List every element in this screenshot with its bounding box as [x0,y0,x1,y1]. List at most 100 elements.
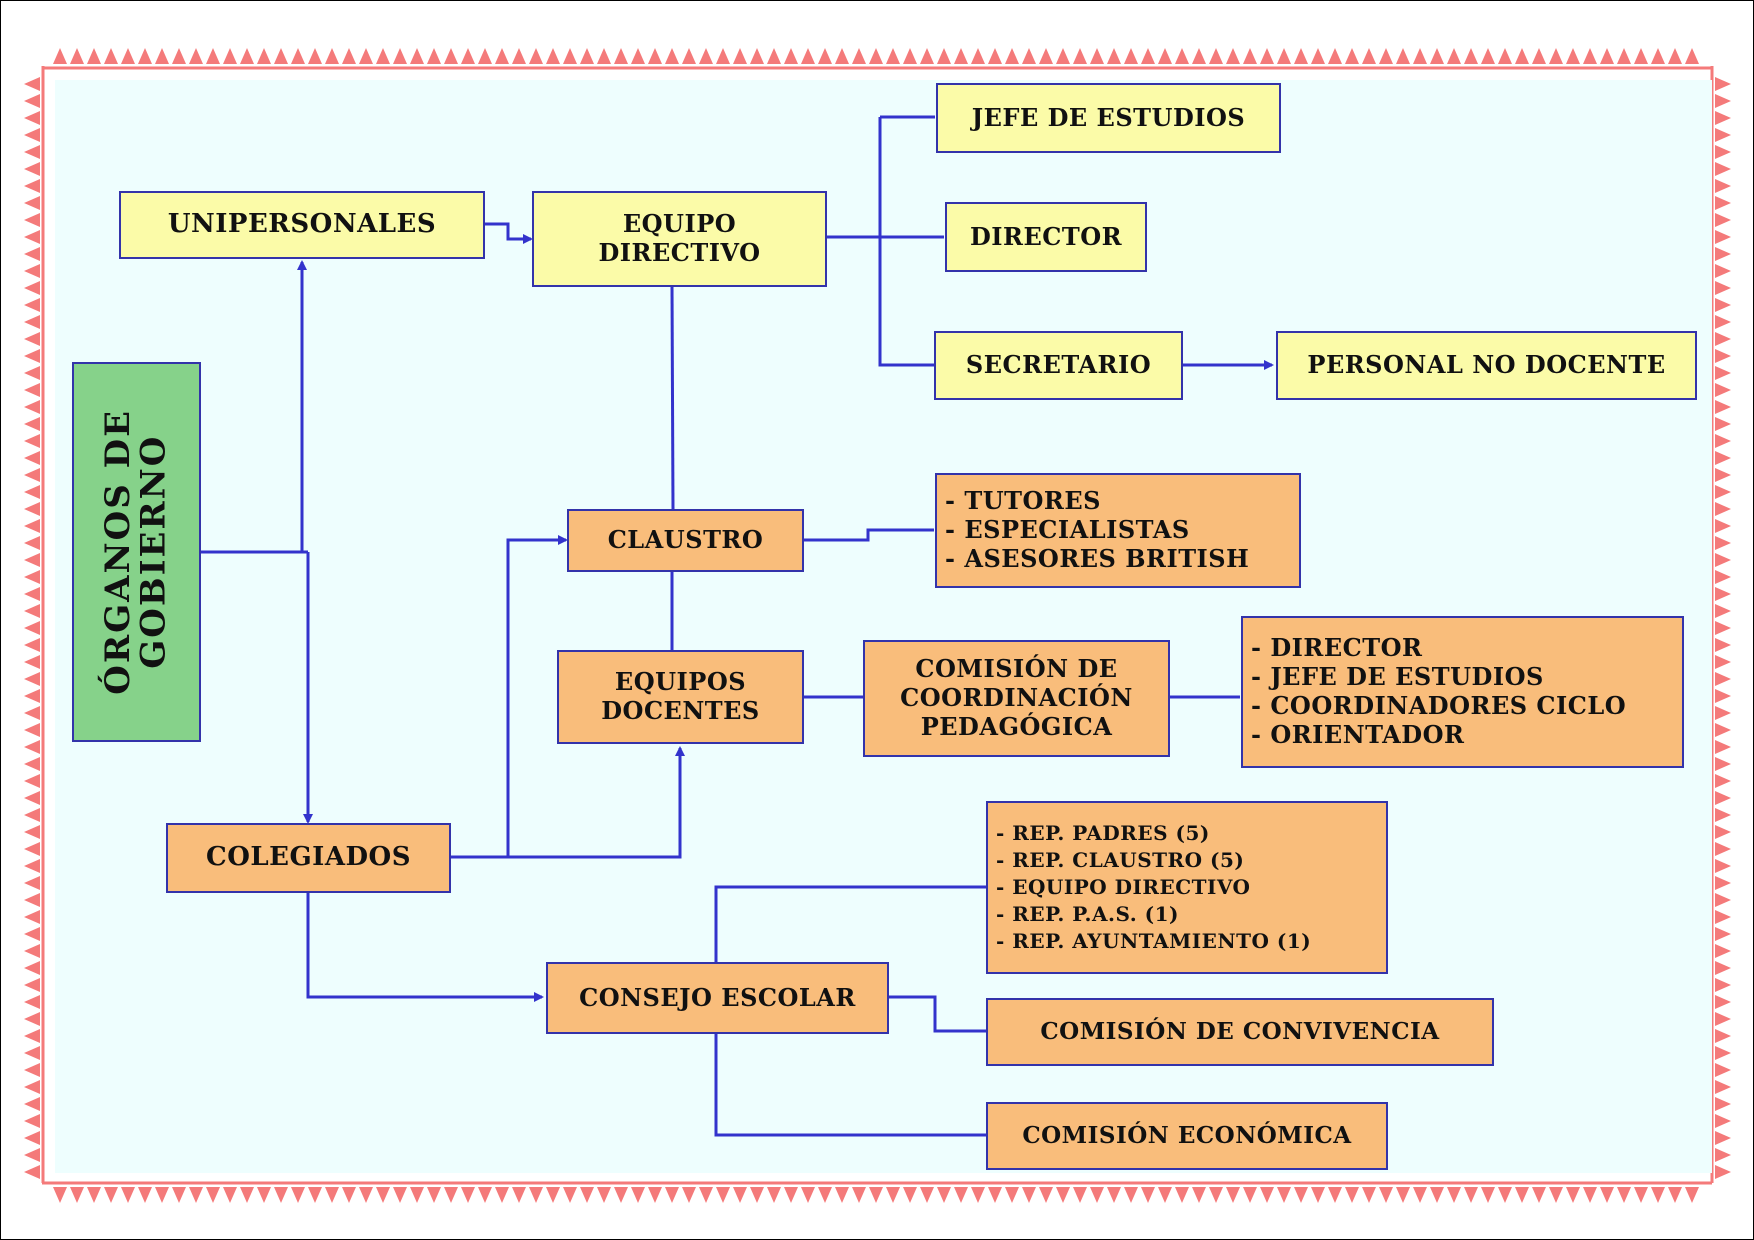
frame-tooth [24,213,40,227]
frame-tooth [1715,230,1731,244]
frame-tooth [444,1187,458,1203]
frame-tooth [172,48,186,64]
frame-tooth [1715,264,1731,278]
frame-tooth [24,451,40,465]
frame-tooth [24,1148,40,1162]
frame-tooth [750,1187,764,1203]
frame-tooth [291,48,305,64]
frame-tooth [988,1187,1002,1203]
frame-tooth [24,77,40,91]
node-comision-economica: COMISIÓN ECONÓMICA [986,1102,1388,1170]
frame-tooth [1583,48,1597,64]
frame-tooth [1715,349,1731,363]
frame-tooth [1447,1187,1461,1203]
frame-tooth [24,281,40,295]
frame-tooth [954,48,968,64]
frame-tooth [1715,1012,1731,1026]
frame-tooth [1715,995,1731,1009]
frame-tooth [852,1187,866,1203]
frame-tooth [24,145,40,159]
frame-tooth [1396,1187,1410,1203]
frame-tooth [988,48,1002,64]
ccp-member: JEFE DE ESTUDIOS [1251,662,1626,692]
frame-tooth [1175,1187,1189,1203]
frame-tooth [24,638,40,652]
node-ccp-line2: COORDINACIÓN [900,683,1133,713]
frame-tooth [1651,48,1665,64]
frame-tooth [495,48,509,64]
frame-tooth [1481,48,1495,64]
frame-tooth [1715,774,1731,788]
frame-tooth [24,1165,40,1179]
frame-tooth [24,468,40,482]
frame-tooth [869,1187,883,1203]
frame-tooth [1715,145,1731,159]
frame-tooth [1715,315,1731,329]
node-jefe-de-estudios-label: JEFE DE ESTUDIOS [971,102,1246,132]
node-director: DIRECTOR [945,202,1147,272]
frame-tooth [1209,1187,1223,1203]
frame-tooth [1447,48,1461,64]
frame-tooth [1226,48,1240,64]
frame-tooth [1651,1187,1665,1203]
node-equipo-directivo-line1: EQUIPO [622,209,737,239]
frame-tooth [1141,48,1155,64]
frame-tooth [24,298,40,312]
frame-tooth [53,1187,67,1203]
node-colegiados: COLEGIADOS [166,823,451,893]
frame-tooth [1715,400,1731,414]
frame-tooth [24,978,40,992]
frame-tooth [835,48,849,64]
frame-tooth [716,48,730,64]
frame-tooth [427,48,441,64]
frame-tooth [1715,638,1731,652]
frame-tooth [1243,48,1257,64]
frame-tooth [257,1187,271,1203]
frame-tooth [1158,48,1172,64]
frame-tooth [1685,48,1699,64]
frame-tooth [376,1187,390,1203]
frame-tooth [937,48,951,64]
frame-tooth [1379,1187,1393,1203]
frame-tooth [325,1187,339,1203]
frame-tooth [1715,1148,1731,1162]
frame-tooth [1124,1187,1138,1203]
frame-tooth [1209,48,1223,64]
frame-tooth [325,48,339,64]
frame-tooth [937,1187,951,1203]
frame-tooth [24,655,40,669]
frame-tooth [24,587,40,601]
frame-tooth [1362,1187,1376,1203]
frame-tooth [1715,179,1731,193]
frame-tooth [87,48,101,64]
frame-tooth [1583,1187,1597,1203]
frame-tooth [1005,48,1019,64]
frame-tooth [444,48,458,64]
frame-tooth [1396,48,1410,64]
frame-tooth [1039,1187,1053,1203]
frame-tooth [1192,1187,1206,1203]
consejo-members-list: REP. PADRES (5) REP. CLAUSTRO (5) EQUIPO… [996,820,1311,955]
frame-tooth [1515,1187,1529,1203]
frame-tooth [1549,1187,1563,1203]
ccp-member: ORIENTADOR [1251,720,1626,750]
frame-tooth [903,1187,917,1203]
frame-tooth [24,502,40,516]
frame-tooth [1481,1187,1495,1203]
frame-tooth [87,1187,101,1203]
frame-tooth [1532,48,1546,64]
ccp-members-list: DIRECTOR JEFE DE ESTUDIOS COORDINADORES … [1251,634,1626,749]
frame-tooth [24,383,40,397]
frame-tooth [1498,1187,1512,1203]
frame-tooth [1532,1187,1546,1203]
ccp-member: COORDINADORES CICLO [1251,691,1626,721]
frame-tooth [24,910,40,924]
frame-tooth [1600,48,1614,64]
frame-tooth [716,1187,730,1203]
node-consejo-escolar-label: CONSEJO ESCOLAR [579,982,856,1012]
frame-tooth [631,48,645,64]
frame-tooth [1685,1187,1699,1203]
frame-tooth [461,1187,475,1203]
frame-tooth [24,417,40,431]
frame-tooth [24,332,40,346]
